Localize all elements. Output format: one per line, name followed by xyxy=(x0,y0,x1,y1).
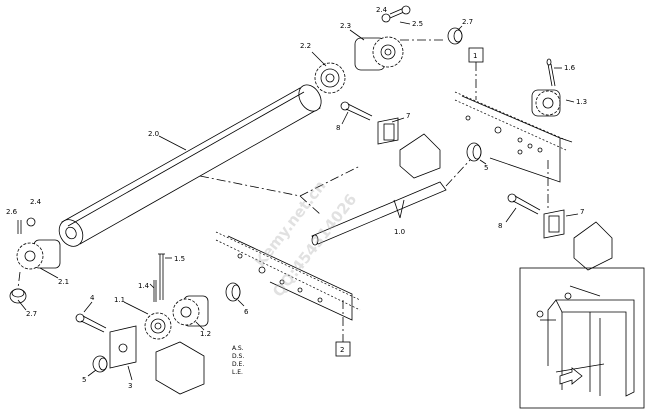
inset-frame-view xyxy=(519,267,645,409)
bolt-8-lower xyxy=(507,193,541,215)
label-2-7-left: 2.7 xyxy=(26,310,37,318)
gear-1-3 xyxy=(531,89,561,117)
sprocket-2-1 xyxy=(16,239,61,270)
bolt-4 xyxy=(75,313,107,333)
bushing-2-7-top xyxy=(447,27,463,45)
label-5-left: 5 xyxy=(82,376,86,384)
label-2-1: 2.1 xyxy=(58,278,69,286)
label-8-lower: 8 xyxy=(498,222,502,230)
bolt-8-upper xyxy=(340,101,373,121)
pin-1-5 xyxy=(158,253,165,300)
label-1-2: 1.2 xyxy=(200,330,211,338)
label-5-right: 5 xyxy=(484,164,488,172)
label-2-6: 2.6 xyxy=(6,208,18,216)
side-legend: A.S. D.S. D.E. L.E. xyxy=(232,345,244,376)
bracket-7-lower xyxy=(543,209,565,239)
bushing-5-left xyxy=(92,355,108,373)
label-2-7-top: 2.7 xyxy=(462,18,473,26)
watermark-line1: Kemy.net.cn xyxy=(251,177,330,270)
pin-1-4 xyxy=(153,280,157,302)
legend-le: L.E. xyxy=(232,369,243,376)
label-1-3: 1.3 xyxy=(576,98,587,106)
sprocket-2-2 xyxy=(314,62,346,94)
frame-panel-1 xyxy=(454,62,573,183)
sprocket-1-1 xyxy=(144,312,172,340)
frame-panel-2 xyxy=(215,231,361,342)
label-2-5: 2.5 xyxy=(412,20,423,28)
legend-as: A.S. xyxy=(232,345,244,352)
sprocket-2-3 xyxy=(354,36,404,71)
label-2-2: 2.2 xyxy=(300,42,311,50)
bolt-2-6 xyxy=(17,217,36,234)
shaft-1-0 xyxy=(311,159,471,246)
bolt-2-5 xyxy=(381,5,411,23)
label-1-1: 1.1 xyxy=(114,296,125,304)
bushing-5-right xyxy=(466,142,482,162)
label-4: 4 xyxy=(90,294,95,302)
label-1-6: 1.6 xyxy=(564,64,576,72)
bushing-6 xyxy=(225,282,241,302)
legend-de: D.E. xyxy=(232,361,244,368)
callout-box-1: 1 xyxy=(468,47,484,63)
sprocket-1-2 xyxy=(172,295,209,327)
label-1-0: 1.0 xyxy=(394,228,405,236)
label-7-lower: 7 xyxy=(580,208,584,216)
bracket-3 xyxy=(109,325,205,395)
leader-lines xyxy=(17,21,579,381)
pin-1-6 xyxy=(546,58,556,87)
label-3: 3 xyxy=(128,382,132,390)
side-block-upper xyxy=(399,133,441,179)
roller-2-0 xyxy=(58,84,322,247)
label-2-4-top: 2.4 xyxy=(376,6,388,14)
label-2-0: 2.0 xyxy=(148,130,159,138)
label-2-4-left: 2.4 xyxy=(30,198,42,206)
bushing-2-7-left xyxy=(9,288,27,304)
label-8-upper: 8 xyxy=(336,124,340,132)
legend-ds: D.S. xyxy=(232,353,244,360)
bracket-7-upper xyxy=(377,117,399,145)
callout-box-2: 2 xyxy=(335,341,351,357)
svg-text:1: 1 xyxy=(473,52,477,60)
label-2-3: 2.3 xyxy=(340,22,351,30)
svg-text:2: 2 xyxy=(340,346,344,354)
label-1-5: 1.5 xyxy=(174,255,185,263)
label-6: 6 xyxy=(244,308,249,316)
side-block-lower xyxy=(573,221,613,271)
label-7-upper: 7 xyxy=(406,112,410,120)
label-1-4: 1.4 xyxy=(138,282,150,290)
